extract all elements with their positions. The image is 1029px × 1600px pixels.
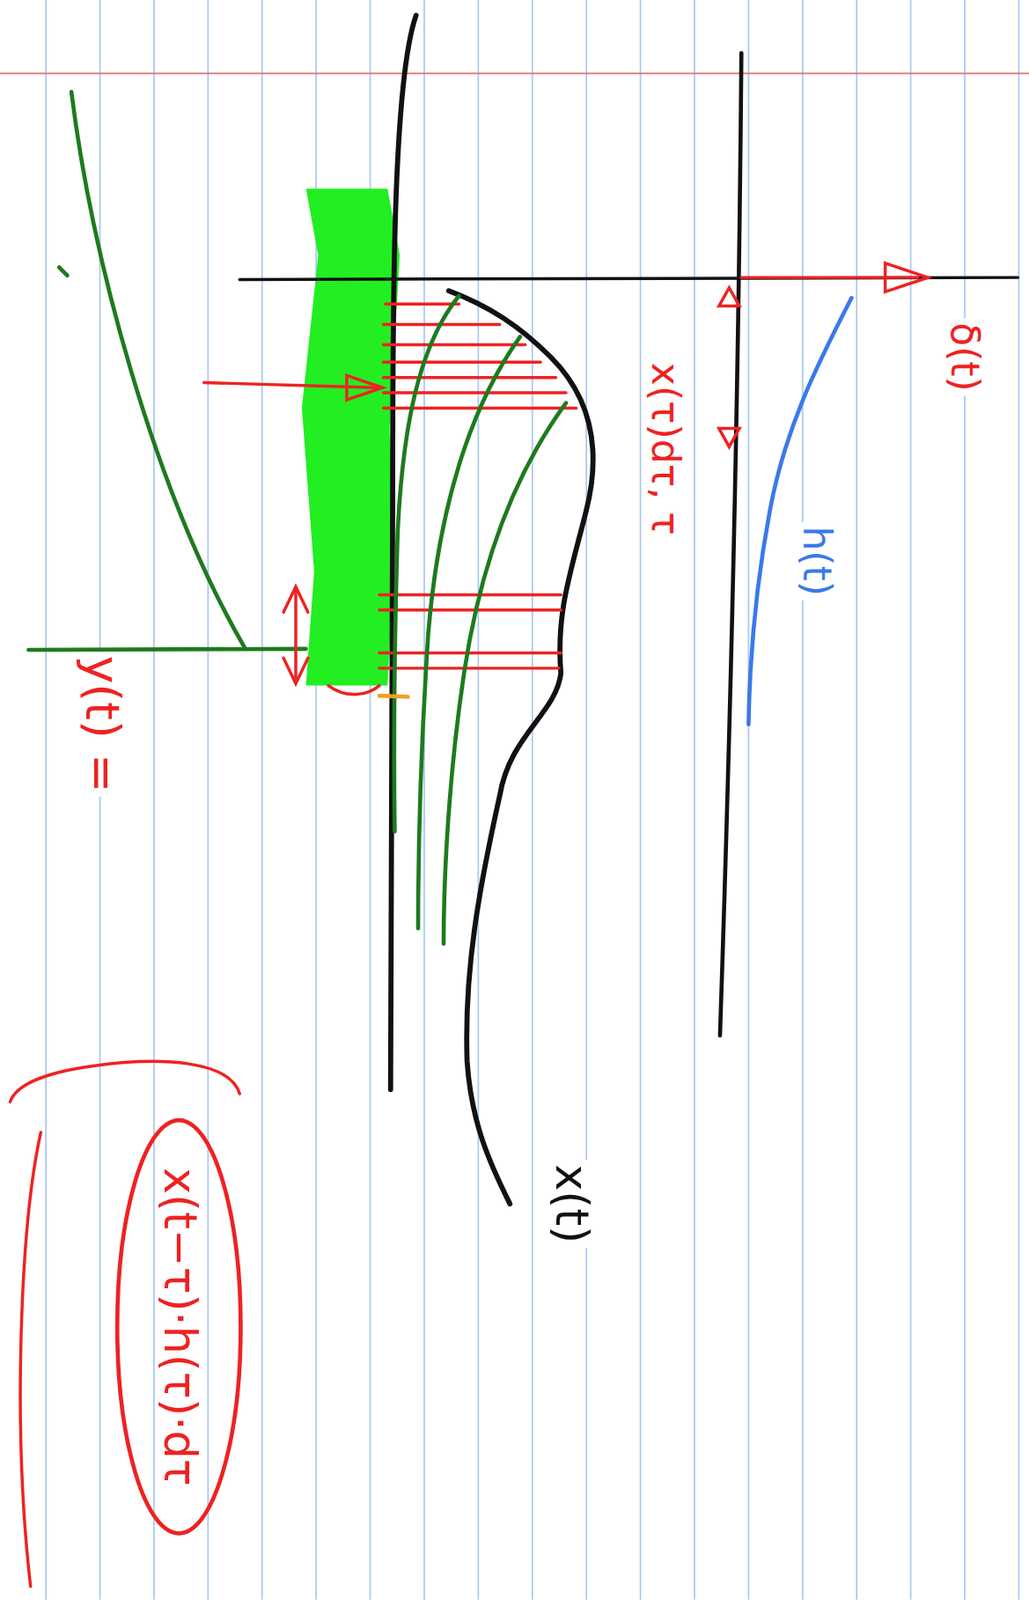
impulse-responses <box>28 91 566 943</box>
hatch-line <box>383 343 526 346</box>
rule-line <box>693 0 696 1600</box>
hatch-line <box>385 302 459 306</box>
rule-line <box>531 0 534 1600</box>
impulse-label: δ(t) <box>942 318 985 397</box>
rule-line <box>639 0 642 1600</box>
sample-label: x(τ)dτ, τ <box>643 358 686 539</box>
rule-line <box>801 0 804 1600</box>
response-curve <box>71 91 245 647</box>
rule-line <box>477 0 480 1600</box>
small-stroke <box>379 695 408 697</box>
hatch-line <box>383 360 541 364</box>
output-label: y(t) = <box>76 651 129 797</box>
time-axis <box>720 52 742 1036</box>
rule-line <box>206 0 209 1600</box>
tick-mark <box>58 267 67 276</box>
impulse-response-curve <box>748 297 852 724</box>
small-stroke <box>328 685 380 695</box>
hatch-line <box>383 375 557 379</box>
response-label: h(t) <box>794 521 838 601</box>
rule-line <box>748 0 750 1600</box>
integral-sign <box>10 1060 241 1102</box>
rule-line <box>1018 0 1021 1600</box>
arrow-shaft <box>204 382 378 388</box>
rule-line <box>99 0 102 1600</box>
amplitude-axis <box>239 277 1018 280</box>
rule-line <box>585 0 588 1600</box>
formula-loop: x(t−τ)·h(τ)·dτ <box>112 1115 244 1537</box>
response-curve <box>394 295 460 831</box>
loop-ellipse <box>117 1119 241 1533</box>
response-curve <box>443 403 566 944</box>
arrow-head <box>719 428 740 448</box>
hatch-line <box>379 666 559 669</box>
time-axis <box>390 14 417 1089</box>
rule-line <box>963 0 966 1600</box>
arrow-head <box>283 586 309 612</box>
arrow-head <box>885 263 929 292</box>
arrow-shaft <box>294 589 297 682</box>
formula-text: x(t−τ)·h(τ)·dτ <box>154 1166 204 1485</box>
rule-line <box>855 0 858 1600</box>
arrow-head <box>346 374 383 400</box>
margin-line <box>0 73 1029 75</box>
sample-line <box>28 648 306 650</box>
hatch-line <box>383 390 566 394</box>
hatch-line <box>379 593 561 596</box>
hatch-line <box>379 608 561 611</box>
signal-label: x(t) <box>546 1160 596 1248</box>
rule-line <box>910 0 912 1600</box>
arrows <box>10 263 929 1587</box>
notebook-rules <box>45 0 1019 1600</box>
hatching <box>379 303 577 669</box>
rule-line <box>44 0 47 1600</box>
arrow-head <box>283 657 309 684</box>
rule-line <box>423 0 426 1600</box>
hatch-line <box>379 651 561 655</box>
integral-sign <box>20 1131 41 1587</box>
impulse-arrow <box>741 275 918 279</box>
rule-line <box>261 0 264 1600</box>
arrow-head <box>719 287 740 307</box>
